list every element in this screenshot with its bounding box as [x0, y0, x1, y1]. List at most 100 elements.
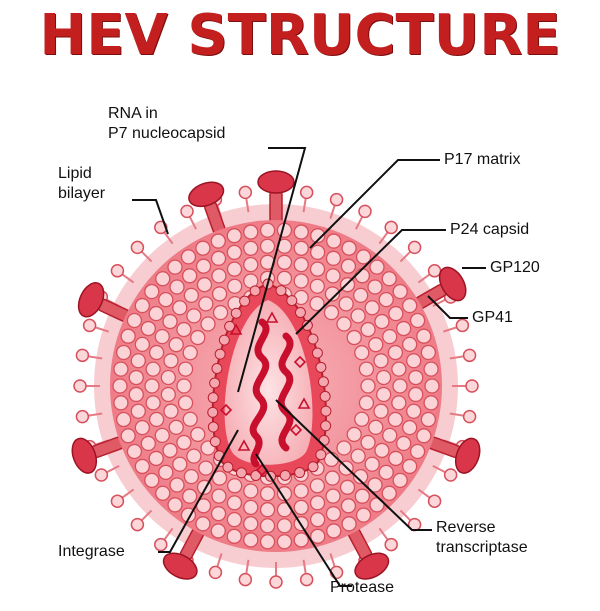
matrix-bead — [423, 361, 439, 377]
matrix-bead — [144, 472, 160, 489]
capsid-rim-beads — [207, 278, 332, 482]
matrix-bead — [186, 308, 202, 324]
capsid-bead — [317, 376, 329, 388]
matrix-bead — [126, 312, 143, 329]
matrix-bead — [259, 534, 276, 550]
matrix-bead — [402, 420, 418, 436]
matrix-bead — [115, 344, 132, 361]
matrix-bead — [423, 395, 439, 411]
matrix-bead — [168, 337, 184, 353]
label-rna-line1: RNA in — [108, 105, 158, 122]
matrix-bead — [130, 353, 146, 369]
matrix-bead — [227, 278, 243, 294]
matrix-bead — [378, 464, 394, 480]
lipid-head — [208, 565, 223, 580]
matrix-bead — [148, 450, 164, 467]
matrix-bead — [134, 336, 150, 352]
matrix-bead — [120, 428, 136, 444]
matrix-bead — [293, 499, 309, 516]
matrix-bead — [340, 498, 357, 514]
matrix-bead — [243, 483, 259, 499]
matrix-bead — [424, 378, 440, 394]
matrix-bead — [360, 378, 376, 394]
leader-rt — [275, 399, 432, 531]
capsid-bead — [230, 307, 242, 319]
capsid-bead — [286, 295, 298, 307]
matrix-bead — [364, 456, 380, 472]
capsid-bead — [275, 285, 287, 297]
lipid-head — [462, 348, 477, 363]
matrix-bead — [120, 328, 136, 344]
matrix-bead — [409, 443, 426, 460]
matrix-bead — [190, 329, 206, 346]
matrix-bead — [382, 328, 398, 345]
matrix-bead — [155, 271, 171, 287]
matrix-bead — [182, 268, 198, 284]
matrix-bead — [396, 435, 412, 452]
lipid-head — [75, 409, 90, 424]
capsid-bead — [207, 421, 219, 433]
matrix-bead — [367, 477, 383, 493]
matrix-bead — [134, 420, 150, 436]
matrix-bead — [226, 244, 242, 260]
matrix-bead — [148, 305, 164, 322]
matrix-bead — [387, 411, 404, 428]
capsid-bead — [239, 295, 251, 307]
enzyme-markers — [219, 311, 311, 477]
matrix-bead — [416, 328, 432, 344]
label-rna-line2: P7 nucleocapsid — [108, 125, 226, 142]
lipid-head — [299, 185, 314, 200]
page-title: HEV STRUCTURE — [39, 3, 561, 68]
capsid-bead — [315, 361, 327, 373]
matrix-bead — [158, 464, 174, 480]
matrix-bead — [346, 329, 362, 346]
matrix-bead — [259, 486, 276, 502]
capsid-bead — [214, 348, 226, 360]
matrix-bead — [368, 419, 384, 435]
lipid-head — [384, 220, 398, 235]
matrix-bead — [162, 442, 178, 459]
matrix-bead — [148, 411, 165, 428]
matrix-bead — [293, 224, 309, 240]
matrix-bead — [183, 468, 200, 485]
capsid-bead — [209, 377, 221, 389]
matrix-bead — [211, 286, 228, 302]
lipid-head — [358, 204, 372, 219]
lipid-head — [443, 468, 458, 482]
matrix-bead — [158, 292, 174, 308]
matrix-bead — [163, 403, 179, 419]
rna-strand-2 — [277, 332, 294, 452]
lipid-head — [269, 575, 283, 589]
matrix-bead — [160, 369, 176, 386]
matrix-bead — [402, 336, 418, 352]
lipid-head — [238, 185, 253, 200]
matrix-bead — [367, 279, 383, 295]
matrix-bead — [391, 361, 407, 377]
matrix-bead — [402, 297, 418, 314]
matrix-bead — [354, 345, 370, 361]
lipid-head — [73, 379, 87, 393]
matrix-bead — [134, 458, 150, 475]
matrix-bead — [128, 369, 144, 386]
capsid-bead — [279, 469, 291, 481]
matrix-bead — [172, 456, 188, 472]
lipid-head — [110, 264, 125, 278]
matrix-bead — [226, 512, 242, 528]
matrix-bead — [382, 427, 398, 444]
capsid-bead — [235, 467, 247, 479]
lipid-head — [455, 318, 470, 333]
lipid-head — [462, 409, 477, 424]
matrix-bead — [358, 395, 375, 411]
matrix-bead — [392, 378, 408, 394]
matrix-bead — [352, 287, 369, 304]
matrix-bead — [355, 507, 372, 523]
matrix-bead — [396, 320, 412, 337]
matrix-bead — [211, 268, 227, 284]
lipid-head — [329, 192, 344, 207]
matrix-bead — [259, 502, 276, 518]
matrix-bead — [210, 250, 227, 266]
matrix-bead — [182, 345, 198, 361]
spike — [257, 170, 295, 225]
matrix-bead — [198, 296, 214, 312]
spike — [347, 527, 390, 580]
